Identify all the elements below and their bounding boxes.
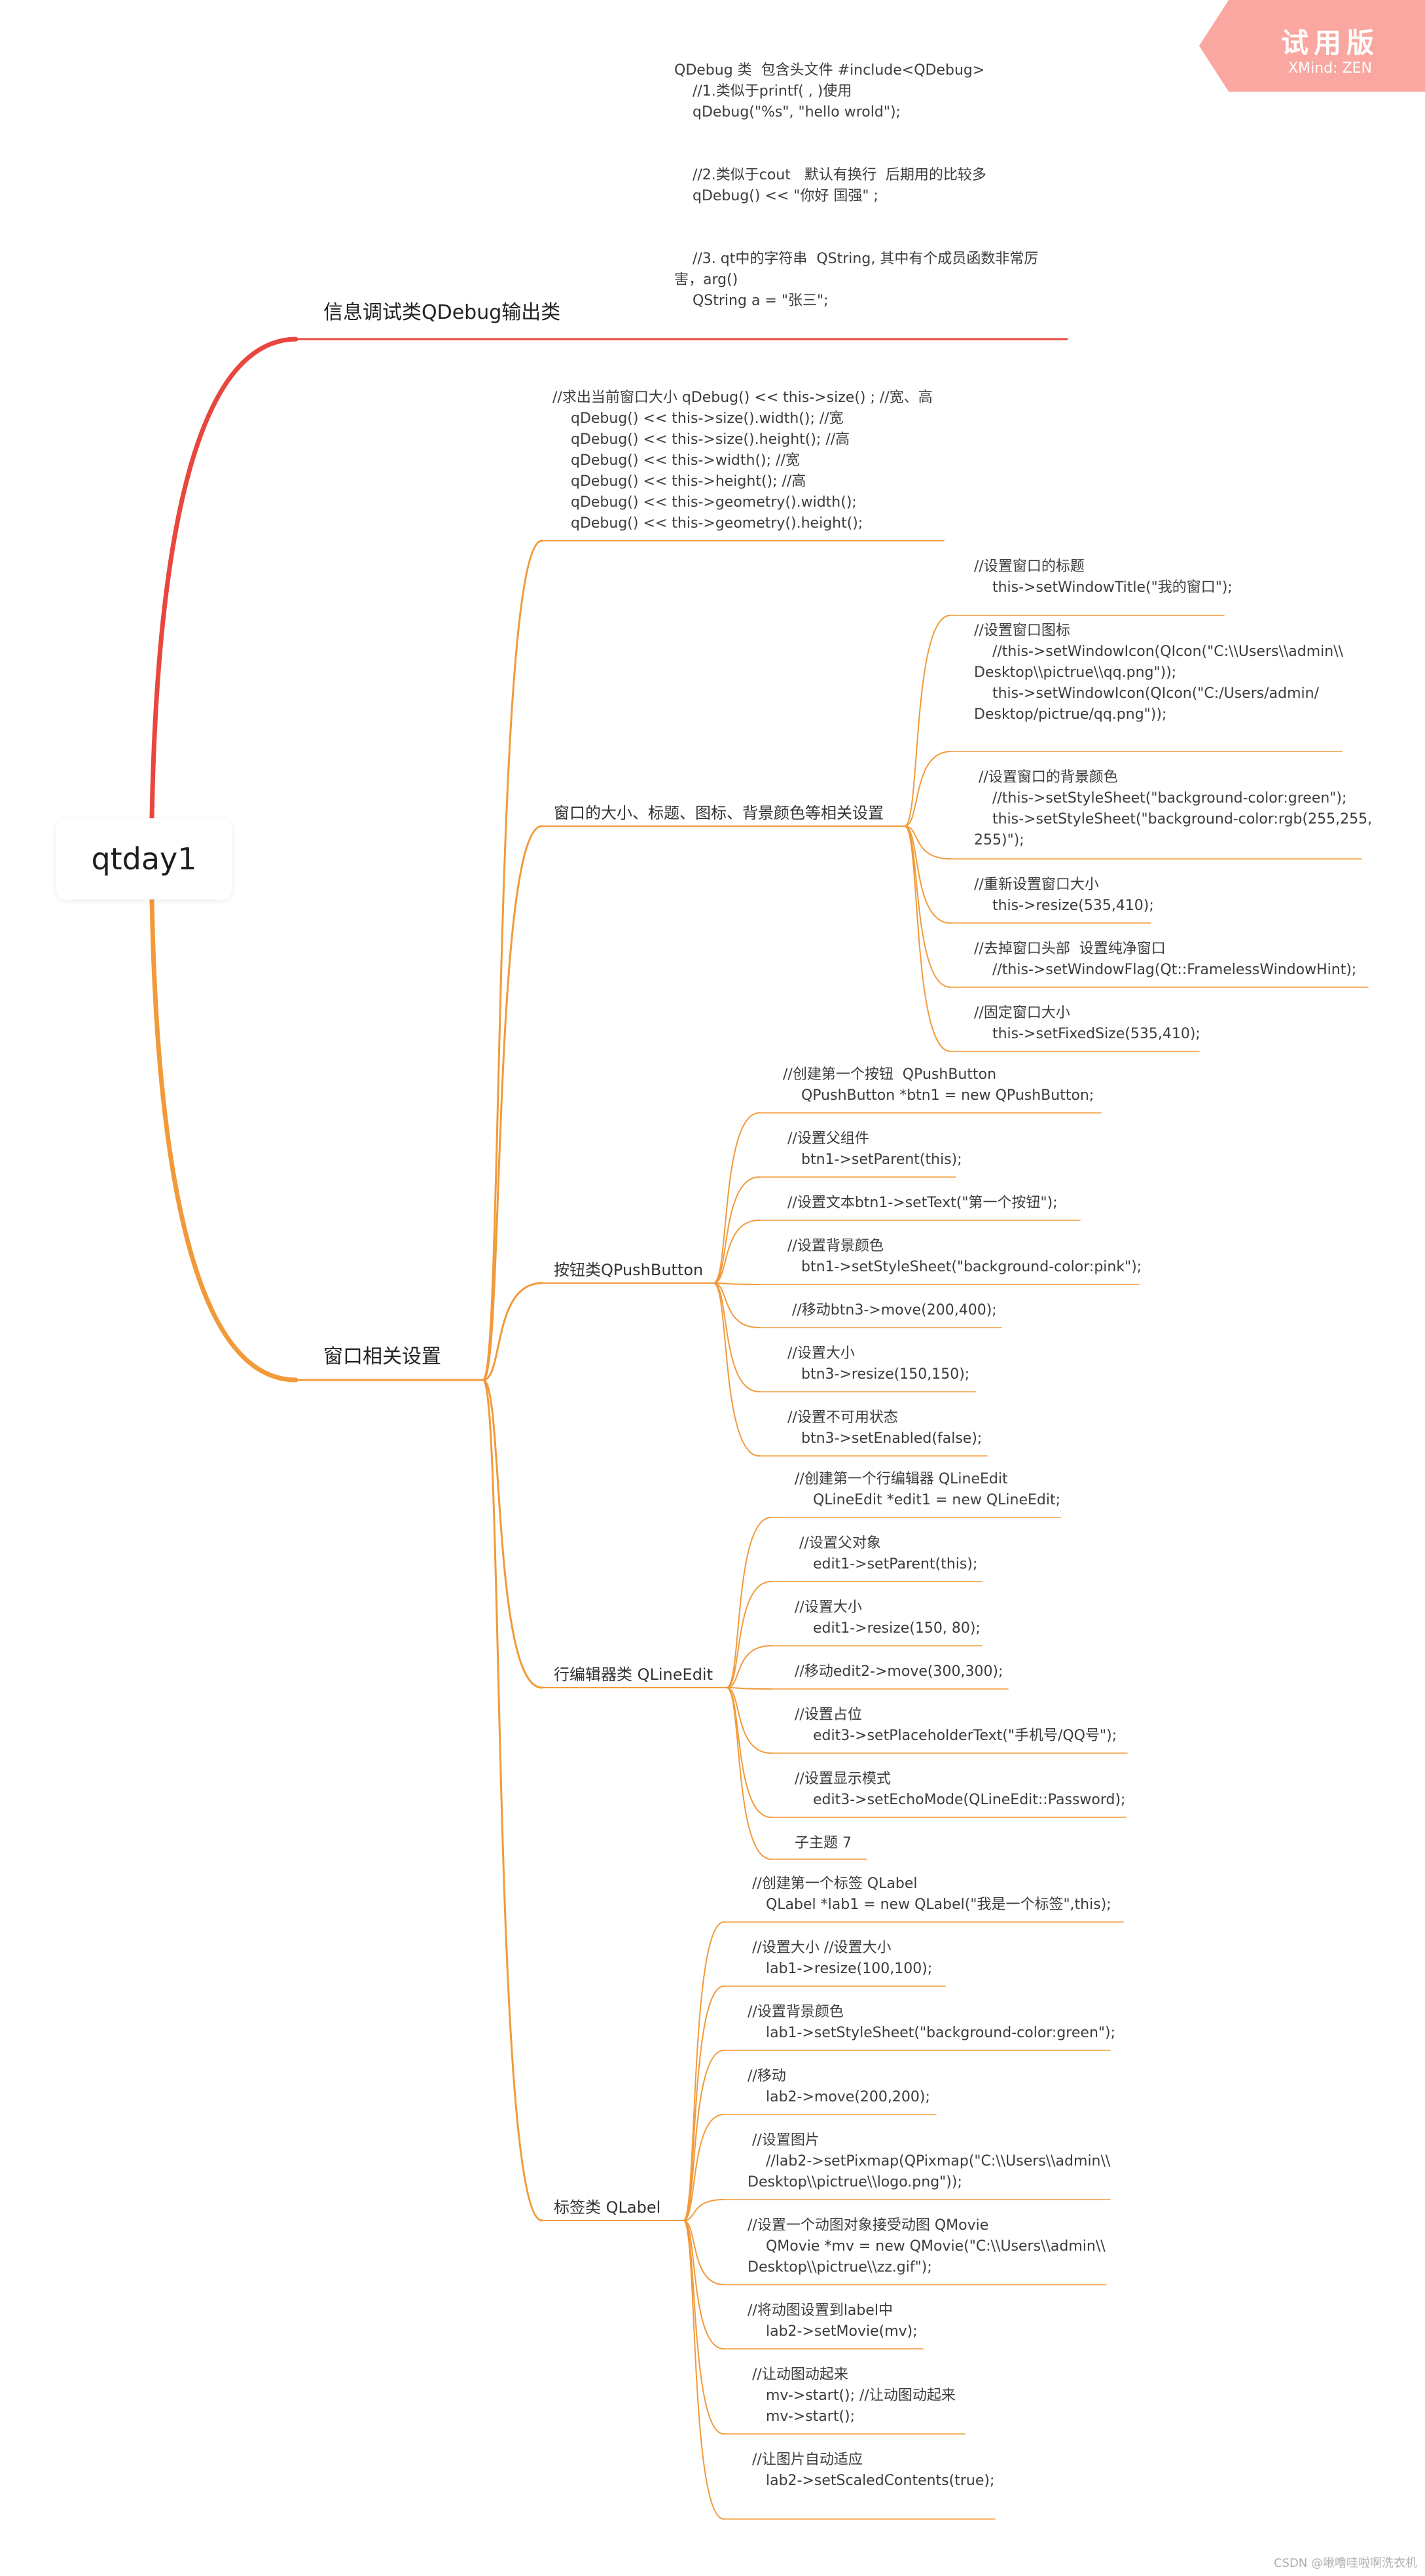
group-to-item-connector: [713, 1112, 760, 1284]
root-topic[interactable]: qtday1: [56, 818, 232, 899]
group-to-item-connector: [713, 1282, 760, 1285]
group-qlabel-title[interactable]: 标签类 QLabel: [554, 2198, 661, 2217]
button-item[interactable]: //设置背景颜色 btn1->setStyleSheet("background…: [787, 1238, 1142, 1275]
lineedit-item[interactable]: //设置大小 edit1->resize(150, 80);: [795, 1599, 981, 1637]
group-to-item-connector: [904, 825, 951, 924]
group-to-item-connector: [713, 1220, 760, 1284]
window-to-group-connector: [482, 1282, 543, 1381]
group-to-item-connector: [904, 615, 951, 827]
group-window-settings-title[interactable]: 窗口的大小、标题、图标、背景颜色等相关设置: [554, 804, 884, 822]
group-qpushbutton-title[interactable]: 按钮类QPushButton: [554, 1261, 704, 1279]
ribbon-shape: [1199, 0, 1425, 92]
label-item[interactable]: //让图片自动适应 lab2->setScaledContents(true);: [751, 2452, 995, 2489]
label-item[interactable]: //移动 lab2->move(200,200);: [748, 2068, 930, 2105]
button-item[interactable]: //设置父组件 btn1->setParent(this);: [787, 1131, 962, 1168]
group-to-item-connector: [726, 1687, 772, 1860]
window-item[interactable]: //固定窗口大小 this->setFixedSize(535,410);: [974, 1005, 1200, 1042]
ribbon-subtitle: XMind: ZEN: [1288, 60, 1372, 77]
window-item[interactable]: //设置窗口的标题 this->setWindowTitle("我的窗口");: [974, 558, 1233, 596]
group-to-item-connector: [683, 2220, 725, 2520]
label-item[interactable]: //设置大小 //设置大小 lab1->resize(100,100);: [751, 1940, 933, 1977]
window-item[interactable]: //去掉窗口头部 设置纯净窗口 //this->setWindowFlag(Qt…: [974, 941, 1357, 978]
label-item[interactable]: //设置背景颜色 lab1->setStyleSheet("background…: [748, 2004, 1115, 2041]
group-to-item-connector: [683, 2114, 725, 2221]
group-to-item-connector: [904, 825, 951, 988]
group-to-item-connector: [683, 2220, 725, 2285]
group-to-item-connector: [904, 825, 951, 860]
group-to-item-connector: [683, 2220, 725, 2349]
button-item[interactable]: //设置大小 btn3->resize(150,150);: [787, 1345, 970, 1383]
window-to-group-connector: [482, 825, 543, 1381]
root-to-window-connector: [149, 897, 298, 1383]
group-to-item-connector: [713, 1282, 760, 1328]
window-to-group-connector: [482, 1379, 543, 2222]
group-to-item-connector: [713, 1176, 760, 1284]
ribbon-title: 试用版: [1280, 27, 1379, 59]
group-to-item-connector: [904, 751, 951, 827]
label-item[interactable]: //让动图动起来 mv->start(); //让动图动起来 mv->start…: [751, 2367, 956, 2425]
window-item[interactable]: //设置窗口图标 //this->setWindowIcon(QIcon("C:…: [974, 623, 1344, 723]
window-item[interactable]: //重新设置窗口大小 this->resize(535,410);: [974, 877, 1154, 914]
window-to-group-connector: [482, 1379, 543, 1689]
group-to-item-connector: [683, 1921, 725, 2221]
group-to-item-connector: [726, 1581, 772, 1688]
root-to-qdebug-connector: [149, 336, 298, 821]
lineedit-item[interactable]: //设置显示模式 edit3->setEchoMode(QLineEdit::P…: [795, 1771, 1126, 1808]
group-to-item-connector: [683, 2220, 725, 2435]
lineedit-item[interactable]: //设置父对象 edit1->setParent(this);: [799, 1535, 978, 1572]
group-to-item-connector: [726, 1687, 772, 1754]
window-size-note[interactable]: //求出当前窗口大小 qDebug() << this->size() ; //…: [552, 390, 933, 532]
lineedit-item[interactable]: //创建第一个行编辑器 QLineEdit QLineEdit *edit1 =…: [795, 1471, 1061, 1508]
qdebug-note[interactable]: QDebug 类 包含头文件 #include<QDebug> //1.类似于p…: [674, 62, 1039, 309]
lineedit-item[interactable]: //设置占位 edit3->setPlaceholderText("手机号/QQ…: [795, 1707, 1117, 1744]
label-item[interactable]: //设置图片 //lab2->setPixmap(QPixmap("C:\\Us…: [748, 2132, 1111, 2190]
label-item[interactable]: //创建第一个标签 QLabel QLabel *lab1 = new QLab…: [751, 1876, 1111, 1913]
trial-ribbon: 试用版 XMind: ZEN: [1199, 0, 1425, 92]
group-to-item-connector: [904, 825, 951, 1052]
window-item[interactable]: //设置窗口的背景颜色 //this->setStyleSheet("backg…: [974, 769, 1373, 848]
branch-window-title[interactable]: 窗口相关设置: [323, 1345, 441, 1368]
group-to-item-connector: [683, 2050, 725, 2221]
group-to-item-connector: [683, 1986, 725, 2221]
group-to-item-connector: [713, 1282, 760, 1457]
group-to-item-connector: [713, 1282, 760, 1392]
button-item[interactable]: //移动btn3->move(200,400);: [783, 1302, 997, 1318]
group-qlineedit-title[interactable]: 行编辑器类 QLineEdit: [554, 1665, 713, 1684]
group-to-item-connector: [726, 1645, 772, 1688]
label-item[interactable]: //设置一个动图对象接受动图 QMovie QMovie *mv = new Q…: [748, 2217, 1106, 2276]
button-item[interactable]: //创建第一个按钮 QPushButton QPushButton *btn1 …: [783, 1066, 1094, 1104]
group-to-item-connector: [726, 1517, 772, 1688]
csdn-watermark: CSDN @啾噜哇啦啊洗衣机: [1273, 2556, 1417, 2570]
branch-qdebug-title[interactable]: 信息调试类QDebug输出类: [323, 301, 561, 324]
lineedit-item[interactable]: //移动edit2->move(300,300);: [795, 1663, 1003, 1680]
group-to-item-connector: [683, 2199, 725, 2221]
window-to-size-connector: [482, 539, 543, 1381]
lineedit-item[interactable]: 子主题 7: [795, 1835, 852, 1851]
label-item[interactable]: //将动图设置到label中 lab2->setMovie(mv);: [748, 2302, 918, 2340]
button-item[interactable]: //设置不可用状态 btn3->setEnabled(false);: [787, 1409, 983, 1447]
button-item[interactable]: //设置文本btn1->setText("第一个按钮");: [783, 1195, 1058, 1211]
group-to-item-connector: [726, 1687, 772, 1690]
group-to-item-connector: [726, 1687, 772, 1818]
